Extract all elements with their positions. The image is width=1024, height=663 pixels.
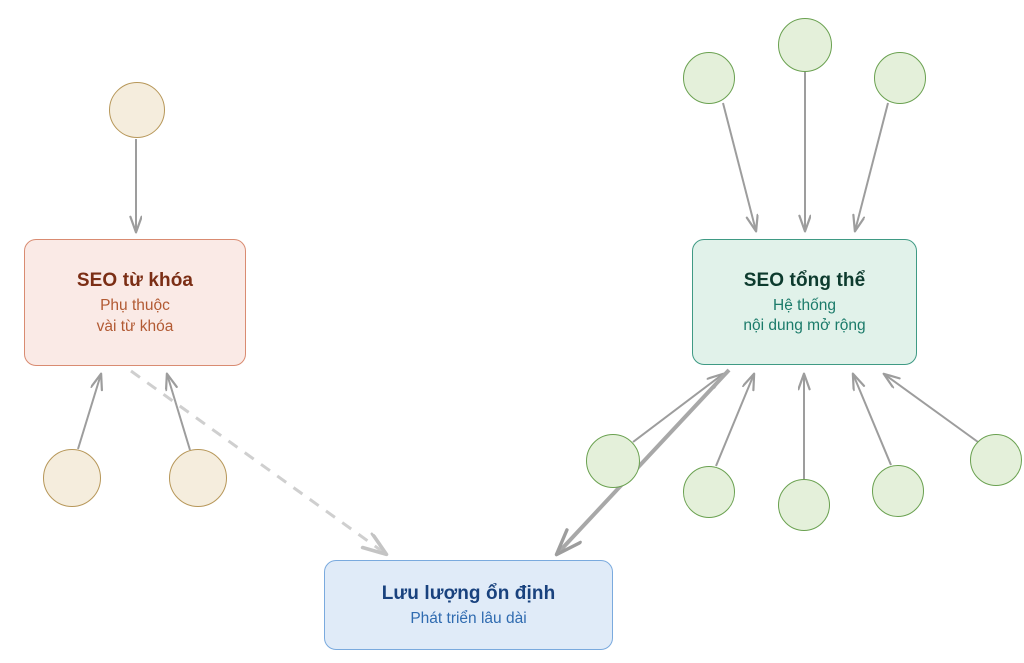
leaf-node-green-bottom-3[interactable] <box>778 479 830 531</box>
node-seo-tong-the-title: SEO tổng thể <box>743 269 866 291</box>
node-seo-tong-the-subtitle: Hệ thống nội dung mở rộng <box>743 296 865 337</box>
node-seo-tu-khoa-subtitle-line-2: vài từ khóa <box>96 317 174 335</box>
leaf-node-green-top-left[interactable] <box>683 52 735 104</box>
node-seo-tong-the[interactable]: SEO tổng thể Hệ thống nội dung mở rộng <box>692 239 917 365</box>
node-seo-tong-the-subtitle-line-2: nội dung mở rộng <box>743 317 866 335</box>
node-luu-luong-on-dinh-subtitle-line-1: Phát triển lâu dài <box>410 609 527 627</box>
node-seo-tu-khoa-subtitle: Phụ thuộc vài từ khóa <box>97 296 174 337</box>
leaf-node-green-top-right[interactable] <box>874 52 926 104</box>
edge-green-bottom-4-to-overall <box>853 374 892 466</box>
leaf-node-green-bottom-4[interactable] <box>872 465 924 517</box>
leaf-node-green-bottom-5[interactable] <box>970 434 1022 486</box>
edge-green-bottom-2-to-overall <box>715 374 754 467</box>
leaf-node-green-bottom-2[interactable] <box>683 466 735 518</box>
node-luu-luong-on-dinh-subtitle: Phát triển lâu dài <box>410 609 526 629</box>
edge-green-bottom-1-to-overall <box>632 374 723 443</box>
leaf-node-green-top-middle[interactable] <box>778 18 832 72</box>
node-seo-tu-khoa[interactable]: SEO từ khóa Phụ thuộc vài từ khóa <box>24 239 246 366</box>
leaf-node-beige-top[interactable] <box>109 82 165 138</box>
node-luu-luong-on-dinh-title: Lưu lượng ổn định <box>381 582 556 604</box>
edge-green-bottom-5-to-overall <box>884 374 979 443</box>
edge-green-top-right-to-overall <box>855 102 889 231</box>
edge-keyword-to-traffic-dashed <box>130 369 386 554</box>
edge-beige-left-to-keyword <box>77 374 101 450</box>
node-luu-luong-on-dinh[interactable]: Lưu lượng ổn định Phát triển lâu dài <box>324 560 613 650</box>
edge-beige-right-to-keyword <box>167 374 191 451</box>
leaf-node-green-bottom-1[interactable] <box>586 434 640 488</box>
edge-overall-to-traffic <box>557 368 731 554</box>
leaf-node-beige-bottom-left[interactable] <box>43 449 101 507</box>
node-seo-tu-khoa-subtitle-line-1: Phụ thuộc <box>100 297 170 315</box>
leaf-node-beige-bottom-right[interactable] <box>169 449 227 507</box>
edge-green-top-left-to-overall <box>722 102 756 231</box>
node-seo-tu-khoa-title: SEO từ khóa <box>76 270 194 291</box>
node-seo-tong-the-subtitle-line-1: Hệ thống <box>773 296 836 314</box>
